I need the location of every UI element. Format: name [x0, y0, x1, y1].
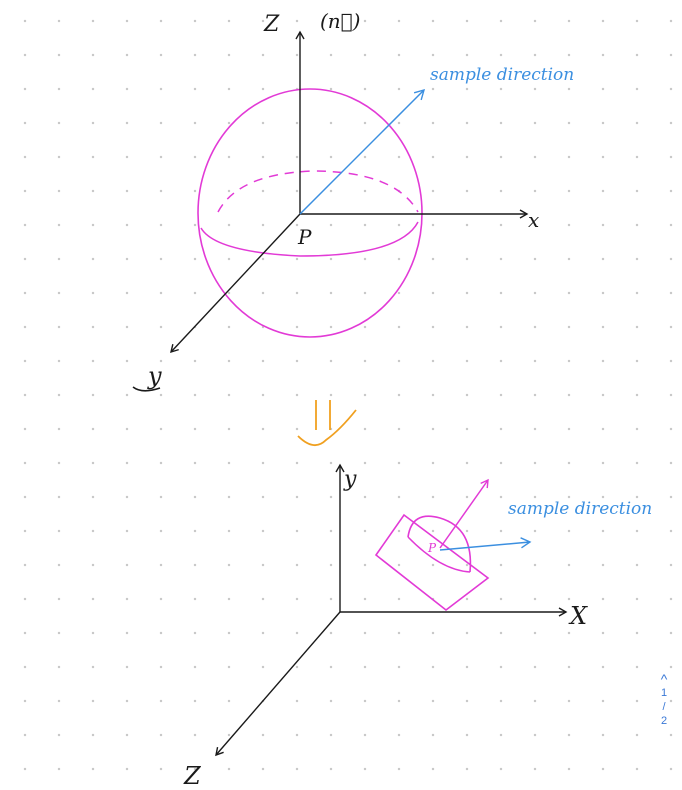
origin-label: P: [297, 225, 312, 249]
page-indicator: ^ 1 / 2: [654, 672, 674, 728]
y-axis-label: y: [147, 362, 162, 390]
hemisphere-dome: [407, 515, 472, 573]
bottom-z-axis: [215, 611, 341, 757]
bottom-y-axis-label: y: [343, 467, 357, 492]
bottom-origin-label: P: [427, 541, 437, 555]
page-separator: /: [662, 701, 666, 713]
x-axis-label: x: [528, 208, 539, 232]
z-axis-label: Z: [263, 12, 280, 37]
sphere-equator-front: [200, 221, 419, 257]
chevron-up-icon[interactable]: ^: [660, 671, 668, 687]
y-axis-label-hook: [132, 386, 161, 392]
tangent-plane: [374, 513, 490, 612]
bottom-normal-arrow: [439, 478, 489, 549]
sample-direction-arrow: [299, 88, 426, 215]
sphere-equator-back: [217, 170, 419, 213]
sample-direction-label: sample direction: [430, 65, 574, 85]
bottom-x-axis-label: X: [568, 602, 588, 630]
hemisphere-base: [407, 536, 471, 573]
page-current: 1: [660, 687, 668, 699]
bottom-diagram: y X Z P sample direction: [183, 463, 652, 790]
bottom-z-axis-label: Z: [183, 762, 202, 790]
y-axis: [170, 213, 301, 354]
top-diagram: Z (n⃗) x y P sample direction: [132, 9, 574, 392]
bottom-sample-direction-arrow: [439, 537, 532, 551]
normal-label: (n⃗): [320, 9, 361, 33]
sphere-outline: [197, 88, 423, 338]
bottom-sample-direction-label: sample direction: [508, 499, 652, 519]
page-total: 2: [660, 715, 668, 727]
transform-arrow: ⇓: [0, 0, 357, 446]
transform-arrow-glyph: ⇓: [0, 0, 1, 1]
